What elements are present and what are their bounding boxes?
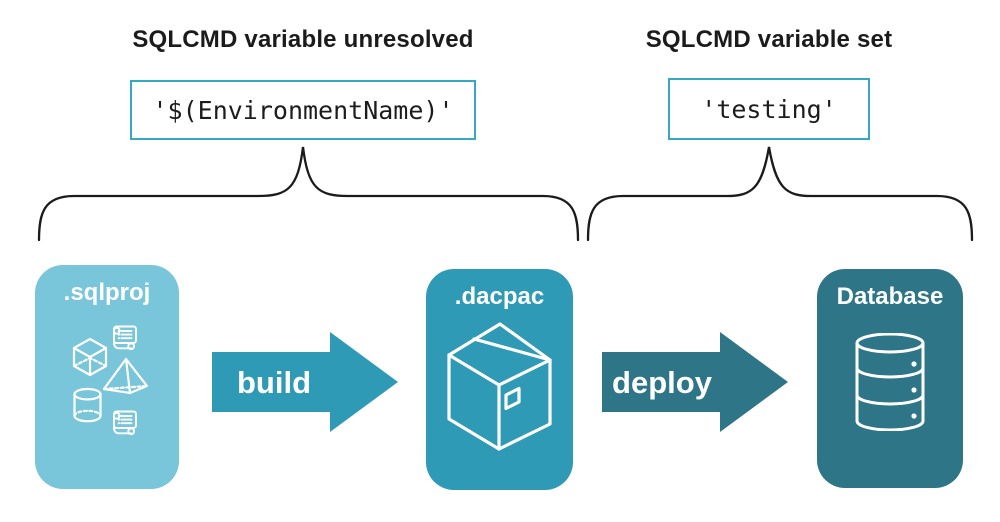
- database-dot: [911, 413, 917, 419]
- sql-objects-icon-group: [72, 325, 149, 436]
- node-database: Database: [817, 269, 963, 488]
- deploy-arrow-shape: [602, 332, 788, 432]
- build-arrow-label: build: [237, 365, 311, 400]
- pyramid-icon: [102, 357, 149, 395]
- database-dot: [911, 361, 917, 367]
- node-sqlproj-label: .sqlproj: [63, 279, 151, 306]
- deploy-arrow-label: deploy: [612, 365, 713, 400]
- database-dot: [911, 387, 917, 393]
- cube-icon: [72, 337, 108, 377]
- build-arrow: build: [212, 332, 398, 432]
- node-dacpac-label: .dacpac: [454, 283, 545, 310]
- node-sqlproj: .sqlproj: [35, 265, 179, 489]
- node-dacpac: .dacpac: [426, 269, 573, 490]
- cylinder-icon: [73, 387, 102, 423]
- node-database-label: Database: [836, 283, 944, 310]
- brace-right: [586, 146, 974, 242]
- deploy-arrow: deploy: [602, 332, 788, 432]
- brace-left: [37, 146, 580, 242]
- build-arrow-shape: [212, 332, 398, 432]
- heading-sqlcmd-unresolved: SQLCMD variable unresolved: [132, 26, 474, 53]
- heading-sqlcmd-set: SQLCMD variable set: [645, 26, 893, 53]
- scroll-icon: [112, 410, 137, 436]
- package-icon: [447, 322, 552, 451]
- code-box-testing: 'testing': [668, 78, 870, 140]
- code-box-environment-name: '$(EnvironmentName)': [130, 80, 476, 140]
- database-icon: [855, 333, 925, 431]
- braces: [37, 146, 974, 242]
- scroll-icon: [112, 325, 137, 351]
